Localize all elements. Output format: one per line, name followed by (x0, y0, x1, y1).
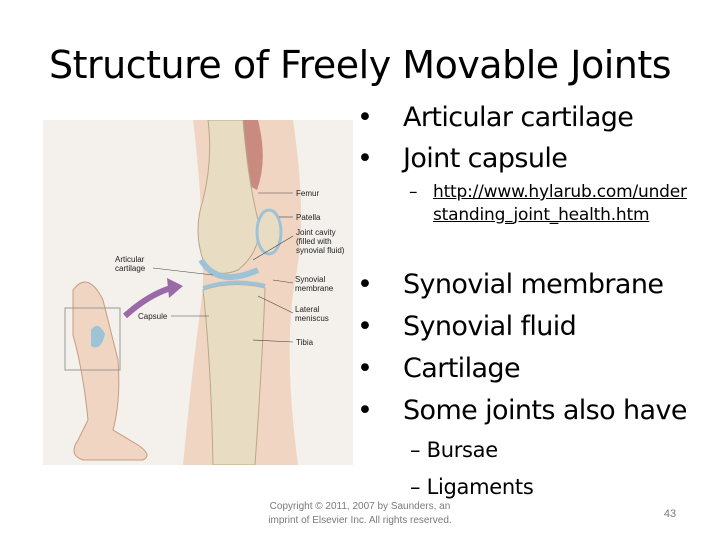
bullet-text: Synovial membrane (403, 269, 664, 300)
bullet-dot: • (357, 102, 373, 133)
dash-marker: – (410, 475, 421, 499)
reference-link-item: – http://www.hylarub.com/understanding_j… (409, 181, 693, 227)
bullet-dot: • (357, 353, 373, 384)
patella-bone (255, 208, 283, 256)
leg-outline (72, 281, 148, 461)
sub-bullet-text: Ligaments (426, 475, 534, 499)
dash-marker: – (409, 182, 418, 202)
label-lateral-2: meniscus (295, 314, 329, 323)
label-synovial: Synovial (295, 275, 325, 284)
bullet-text: Synovial fluid (403, 311, 577, 342)
label-joint-cavity-2: (filled with (296, 237, 332, 246)
sub-bullet-text: Bursae (426, 438, 499, 462)
label-lateral: Lateral (295, 305, 320, 314)
sub-bullet-bursae: – Bursae (410, 432, 498, 468)
page-number: 43 (663, 508, 677, 520)
bullet-dot: • (357, 311, 373, 342)
label-joint-cavity: Joint cavity (296, 228, 336, 237)
label-synovial-2: membrane (295, 284, 334, 293)
slide-title: Structure of Freely Movable Joints (48, 43, 672, 87)
tibia-bone (202, 284, 266, 465)
copyright-line-1: Copyright © 2011, 2007 by Saunders, an (269, 501, 451, 512)
label-tibia: Tibia (296, 338, 314, 347)
tibia-cartilage (202, 280, 266, 290)
arrow-head (167, 278, 183, 298)
sub-bullet-ligaments: – Ligaments (410, 469, 534, 505)
bullet-text: Articular cartilage (403, 102, 634, 133)
label-joint-cavity-3: synovial fluid) (296, 246, 345, 255)
reference-link[interactable]: http://www.hylarub.com/understanding_joi… (433, 182, 687, 225)
bullet-text: Joint capsule (403, 143, 568, 174)
bullet-text: Some joints also have (403, 395, 687, 426)
small-knee-joint (91, 325, 105, 348)
knee-joint-illustration: Femur Patella Joint cavity (filled with … (43, 120, 353, 465)
bullet-dot: • (357, 143, 373, 174)
bullet-dot: • (357, 269, 373, 300)
label-articular-2: cartilage (115, 264, 146, 273)
zoom-box (64, 307, 121, 371)
label-capsule: Capsule (138, 312, 168, 321)
leader-lines (152, 192, 294, 343)
articular-cartilage (198, 258, 260, 280)
bullet-text: Cartilage (403, 353, 521, 384)
label-patella: Patella (296, 213, 321, 222)
copyright-notice: Copyright © 2011, 2007 by Saunders, an i… (250, 500, 470, 528)
knee-diagram: Femur Patella Joint cavity (filled with … (64, 120, 345, 465)
bullet-dot: • (357, 395, 373, 426)
label-femur: Femur (296, 189, 319, 198)
pointer-arrow (122, 285, 172, 319)
label-articular: Articular (115, 255, 145, 264)
dash-marker: – (410, 438, 421, 462)
copyright-line-2: imprint of Elsevier Inc. All rights rese… (268, 515, 452, 526)
